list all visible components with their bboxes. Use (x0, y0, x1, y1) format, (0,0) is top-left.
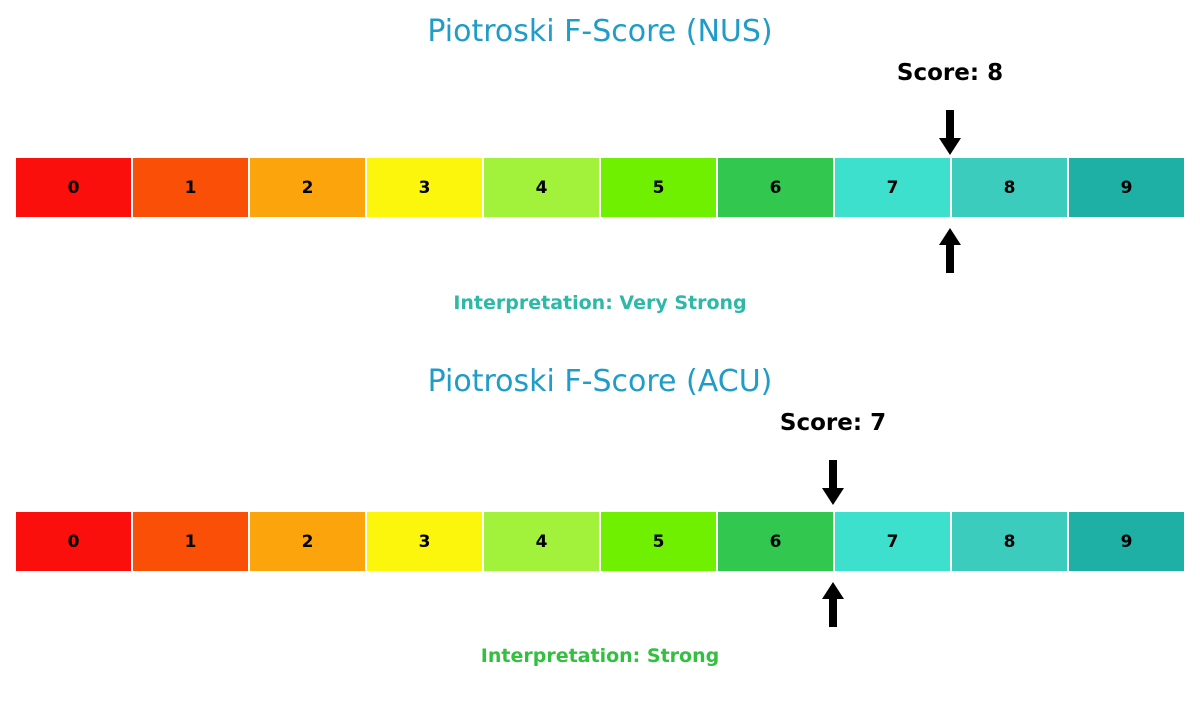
scale-cell-label: 4 (535, 177, 548, 198)
scale-cell-label: 1 (184, 177, 197, 198)
fscore-gauge-acu: Piotroski F-Score (ACU) Score: 7 0 1 2 3… (0, 350, 1200, 702)
scale-cell-2[interactable]: 2 (249, 157, 366, 218)
scale-cell-label: 0 (67, 531, 80, 552)
scale-cell-7[interactable]: 7 (834, 157, 951, 218)
scale-cell-label: 5 (652, 177, 665, 198)
scale-cell-label: 2 (301, 531, 314, 552)
scale-cell-5[interactable]: 5 (600, 157, 717, 218)
scale-cell-label: 0 (67, 177, 80, 198)
scale-cell-7[interactable]: 7 (834, 511, 951, 572)
arrow-shaft (946, 245, 954, 273)
scale-cell-label: 3 (418, 531, 431, 552)
arrow-shaft (829, 460, 837, 488)
page-title-nus: Piotroski F-Score (NUS) (427, 14, 773, 49)
page-title-acu: Piotroski F-Score (ACU) (427, 364, 773, 399)
scale-cell-label: 2 (301, 177, 314, 198)
scale-cell-0[interactable]: 0 (15, 157, 132, 218)
scale-cell-9[interactable]: 9 (1068, 511, 1185, 572)
interpretation-label-acu: Interpretation: Strong (480, 645, 720, 667)
scale-cell-3[interactable]: 3 (366, 157, 483, 218)
scale-cell-label: 6 (769, 177, 782, 198)
scale-cell-6[interactable]: 6 (717, 511, 834, 572)
score-label-nus: Score: 8 (896, 60, 1004, 86)
scale-cell-8[interactable]: 8 (951, 157, 1068, 218)
scale-cell-label: 6 (769, 531, 782, 552)
score-scale-bar-acu: 0 1 2 3 4 5 6 7 8 9 (15, 511, 1185, 572)
scale-cell-4[interactable]: 4 (483, 157, 600, 218)
score-scale-bar-nus: 0 1 2 3 4 5 6 7 8 9 (15, 157, 1185, 218)
scale-cell-8[interactable]: 8 (951, 511, 1068, 572)
scale-cell-label: 1 (184, 531, 197, 552)
scale-cell-label: 9 (1120, 177, 1133, 198)
scale-cell-1[interactable]: 1 (132, 157, 249, 218)
scale-cell-1[interactable]: 1 (132, 511, 249, 572)
arrow-head (822, 582, 844, 599)
scale-cell-9[interactable]: 9 (1068, 157, 1185, 218)
scale-cell-0[interactable]: 0 (15, 511, 132, 572)
interpretation-label-nus: Interpretation: Very Strong (453, 292, 747, 314)
scale-cell-label: 9 (1120, 531, 1133, 552)
fscore-gauge-nus: Piotroski F-Score (NUS) Score: 8 0 1 2 3… (0, 0, 1200, 340)
arrow-head (939, 228, 961, 245)
scale-cell-5[interactable]: 5 (600, 511, 717, 572)
scale-cell-label: 3 (418, 177, 431, 198)
scale-cell-label: 8 (1003, 177, 1016, 198)
arrow-head (822, 488, 844, 505)
score-label-acu: Score: 7 (779, 410, 887, 436)
arrow-shaft (829, 599, 837, 627)
scale-cell-4[interactable]: 4 (483, 511, 600, 572)
scale-cell-label: 7 (886, 177, 899, 198)
scale-cell-label: 4 (535, 531, 548, 552)
scale-cell-2[interactable]: 2 (249, 511, 366, 572)
arrow-shaft (946, 110, 954, 138)
scale-cell-label: 5 (652, 531, 665, 552)
arrow-head (939, 138, 961, 155)
scale-cell-label: 8 (1003, 531, 1016, 552)
scale-cell-3[interactable]: 3 (366, 511, 483, 572)
scale-cell-label: 7 (886, 531, 899, 552)
scale-cell-6[interactable]: 6 (717, 157, 834, 218)
